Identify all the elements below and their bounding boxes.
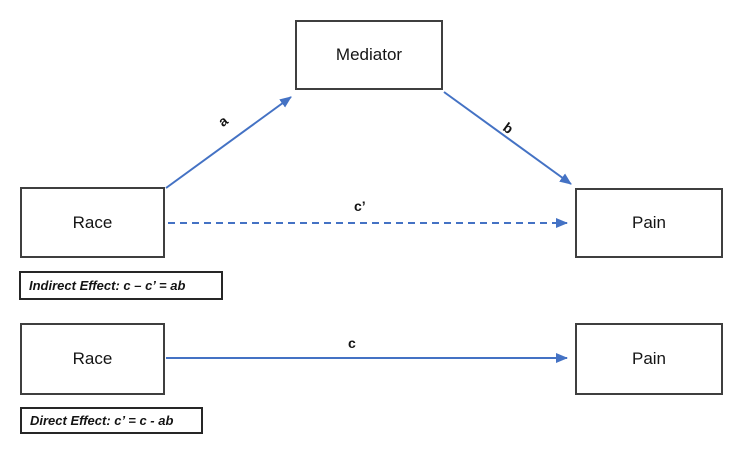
mediator-box: Mediator [295, 20, 443, 90]
race-box-direct-label: Race [72, 349, 113, 368]
direct-effect-caption-text: Direct Effect: c’ = c - ab [30, 413, 174, 428]
race-box-mediation: Race [20, 187, 165, 258]
pain-box-mediation-label: Pain [631, 213, 667, 232]
pain-box-direct-label: Pain [631, 349, 667, 368]
path-c-label: c [348, 335, 356, 351]
indirect-effect-caption: Indirect Effect: c – c’ = ab [19, 271, 223, 300]
path-a-arrow [165, 96, 292, 189]
race-box-mediation-label: Race [72, 212, 113, 232]
mediator-box-label: Mediator [335, 45, 403, 64]
pain-box-mediation: Pain [575, 188, 723, 258]
pain-box-direct: Pain [575, 323, 723, 395]
race-box-direct: Race [20, 323, 165, 395]
direct-effect-caption: Direct Effect: c’ = c - ab [20, 407, 203, 434]
indirect-effect-caption-text: Indirect Effect: c – c’ = ab [29, 278, 186, 293]
path-c-prime-label: c’ [354, 198, 366, 214]
path-b-arrow [443, 91, 572, 185]
